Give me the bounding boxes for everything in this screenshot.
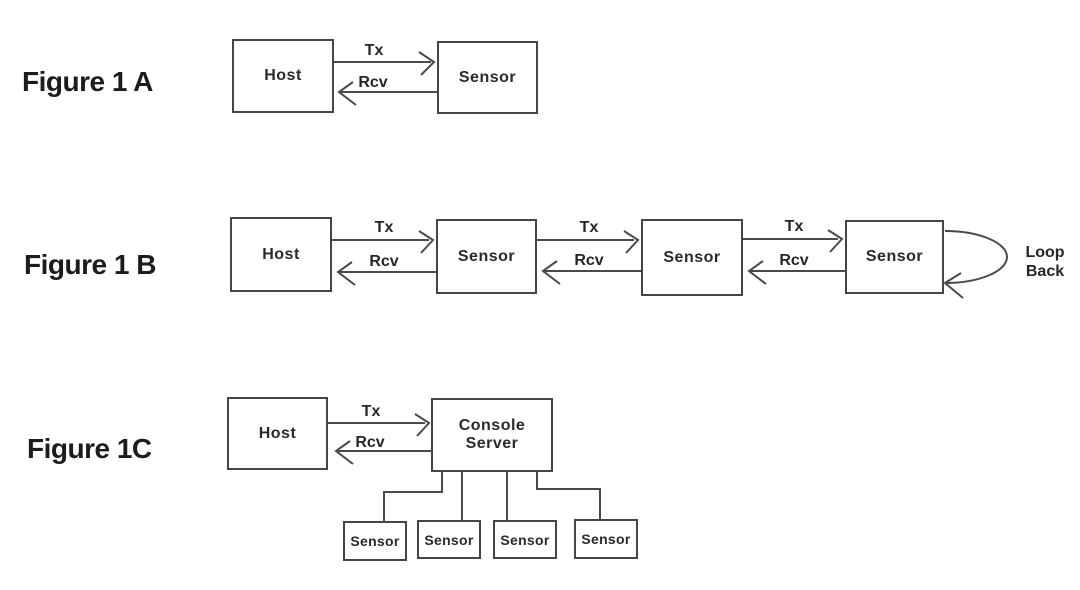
figure-a-rcv-arrow xyxy=(337,81,437,106)
figure-a-sensor-box: Sensor xyxy=(437,41,538,114)
figure-c-sensor2-box: Sensor xyxy=(417,520,481,559)
figure-a-tx-arrow xyxy=(334,51,436,76)
figure-b-sensor2-box: Sensor xyxy=(641,219,743,296)
figure-a-sensor-label: Sensor xyxy=(458,68,517,86)
figure-c-rcv-label: Rcv xyxy=(355,434,385,451)
figure-b-tx3-label: Tx xyxy=(784,218,804,235)
figure-c-sensor1-box: Sensor xyxy=(343,521,407,561)
figure-b-tx2-label: Tx xyxy=(579,219,599,236)
figure-a-host-box: Host xyxy=(232,39,334,113)
figure-b-sensor3-box: Sensor xyxy=(845,220,944,294)
figure-b-sensor1-label: Sensor xyxy=(457,247,516,265)
figure-c-host-box: Host xyxy=(227,397,328,470)
figure-c-tx-label: Tx xyxy=(361,403,381,420)
figure-c-sensor4-box: Sensor xyxy=(574,519,638,559)
figure-a-label: Figure 1 A xyxy=(22,66,153,97)
figure-b-sensor3-label: Sensor xyxy=(865,248,924,265)
figure-b-tx1-label: Tx xyxy=(374,219,394,236)
figure-b-sensor2-label: Sensor xyxy=(663,248,721,266)
figure-c-connector-1 xyxy=(383,472,443,521)
figure-c-console-server-box: Console Server xyxy=(431,398,553,472)
figure-a-host-label: Host xyxy=(264,67,302,84)
figure-c-host-label: Host xyxy=(258,424,297,442)
figure-c-sensor3-label: Sensor xyxy=(500,531,550,548)
figure-b-rcv1-label: Rcv xyxy=(369,253,399,270)
figure-c-console-server-label: Console Server xyxy=(458,417,526,452)
figure-a-rcv-label: Rcv xyxy=(358,74,388,91)
figure-c-sensor2-label: Sensor xyxy=(424,531,474,548)
figure-b-label: Figure 1 B xyxy=(24,249,156,280)
figure-b-rcv2-label: Rcv xyxy=(574,252,604,269)
figure-a-tx-label: Tx xyxy=(364,42,384,59)
figure-b-host-box: Host xyxy=(230,217,332,292)
figure-c-sensor3-box: Sensor xyxy=(493,520,557,559)
figure-b-sensor1-box: Sensor xyxy=(436,219,537,294)
figure-b-host-label: Host xyxy=(262,245,300,263)
figure-c-connector-4 xyxy=(536,472,601,519)
figure-b-loopback-arc xyxy=(943,230,1008,299)
figure-b-loopback-label: Loop Back xyxy=(1025,244,1065,280)
figure-c-sensor4-label: Sensor xyxy=(581,531,631,547)
figure-b-rcv3-label: Rcv xyxy=(779,252,809,269)
figure-c-label: Figure 1C xyxy=(27,433,152,464)
figure-c-sensor1-label: Sensor xyxy=(350,533,400,549)
